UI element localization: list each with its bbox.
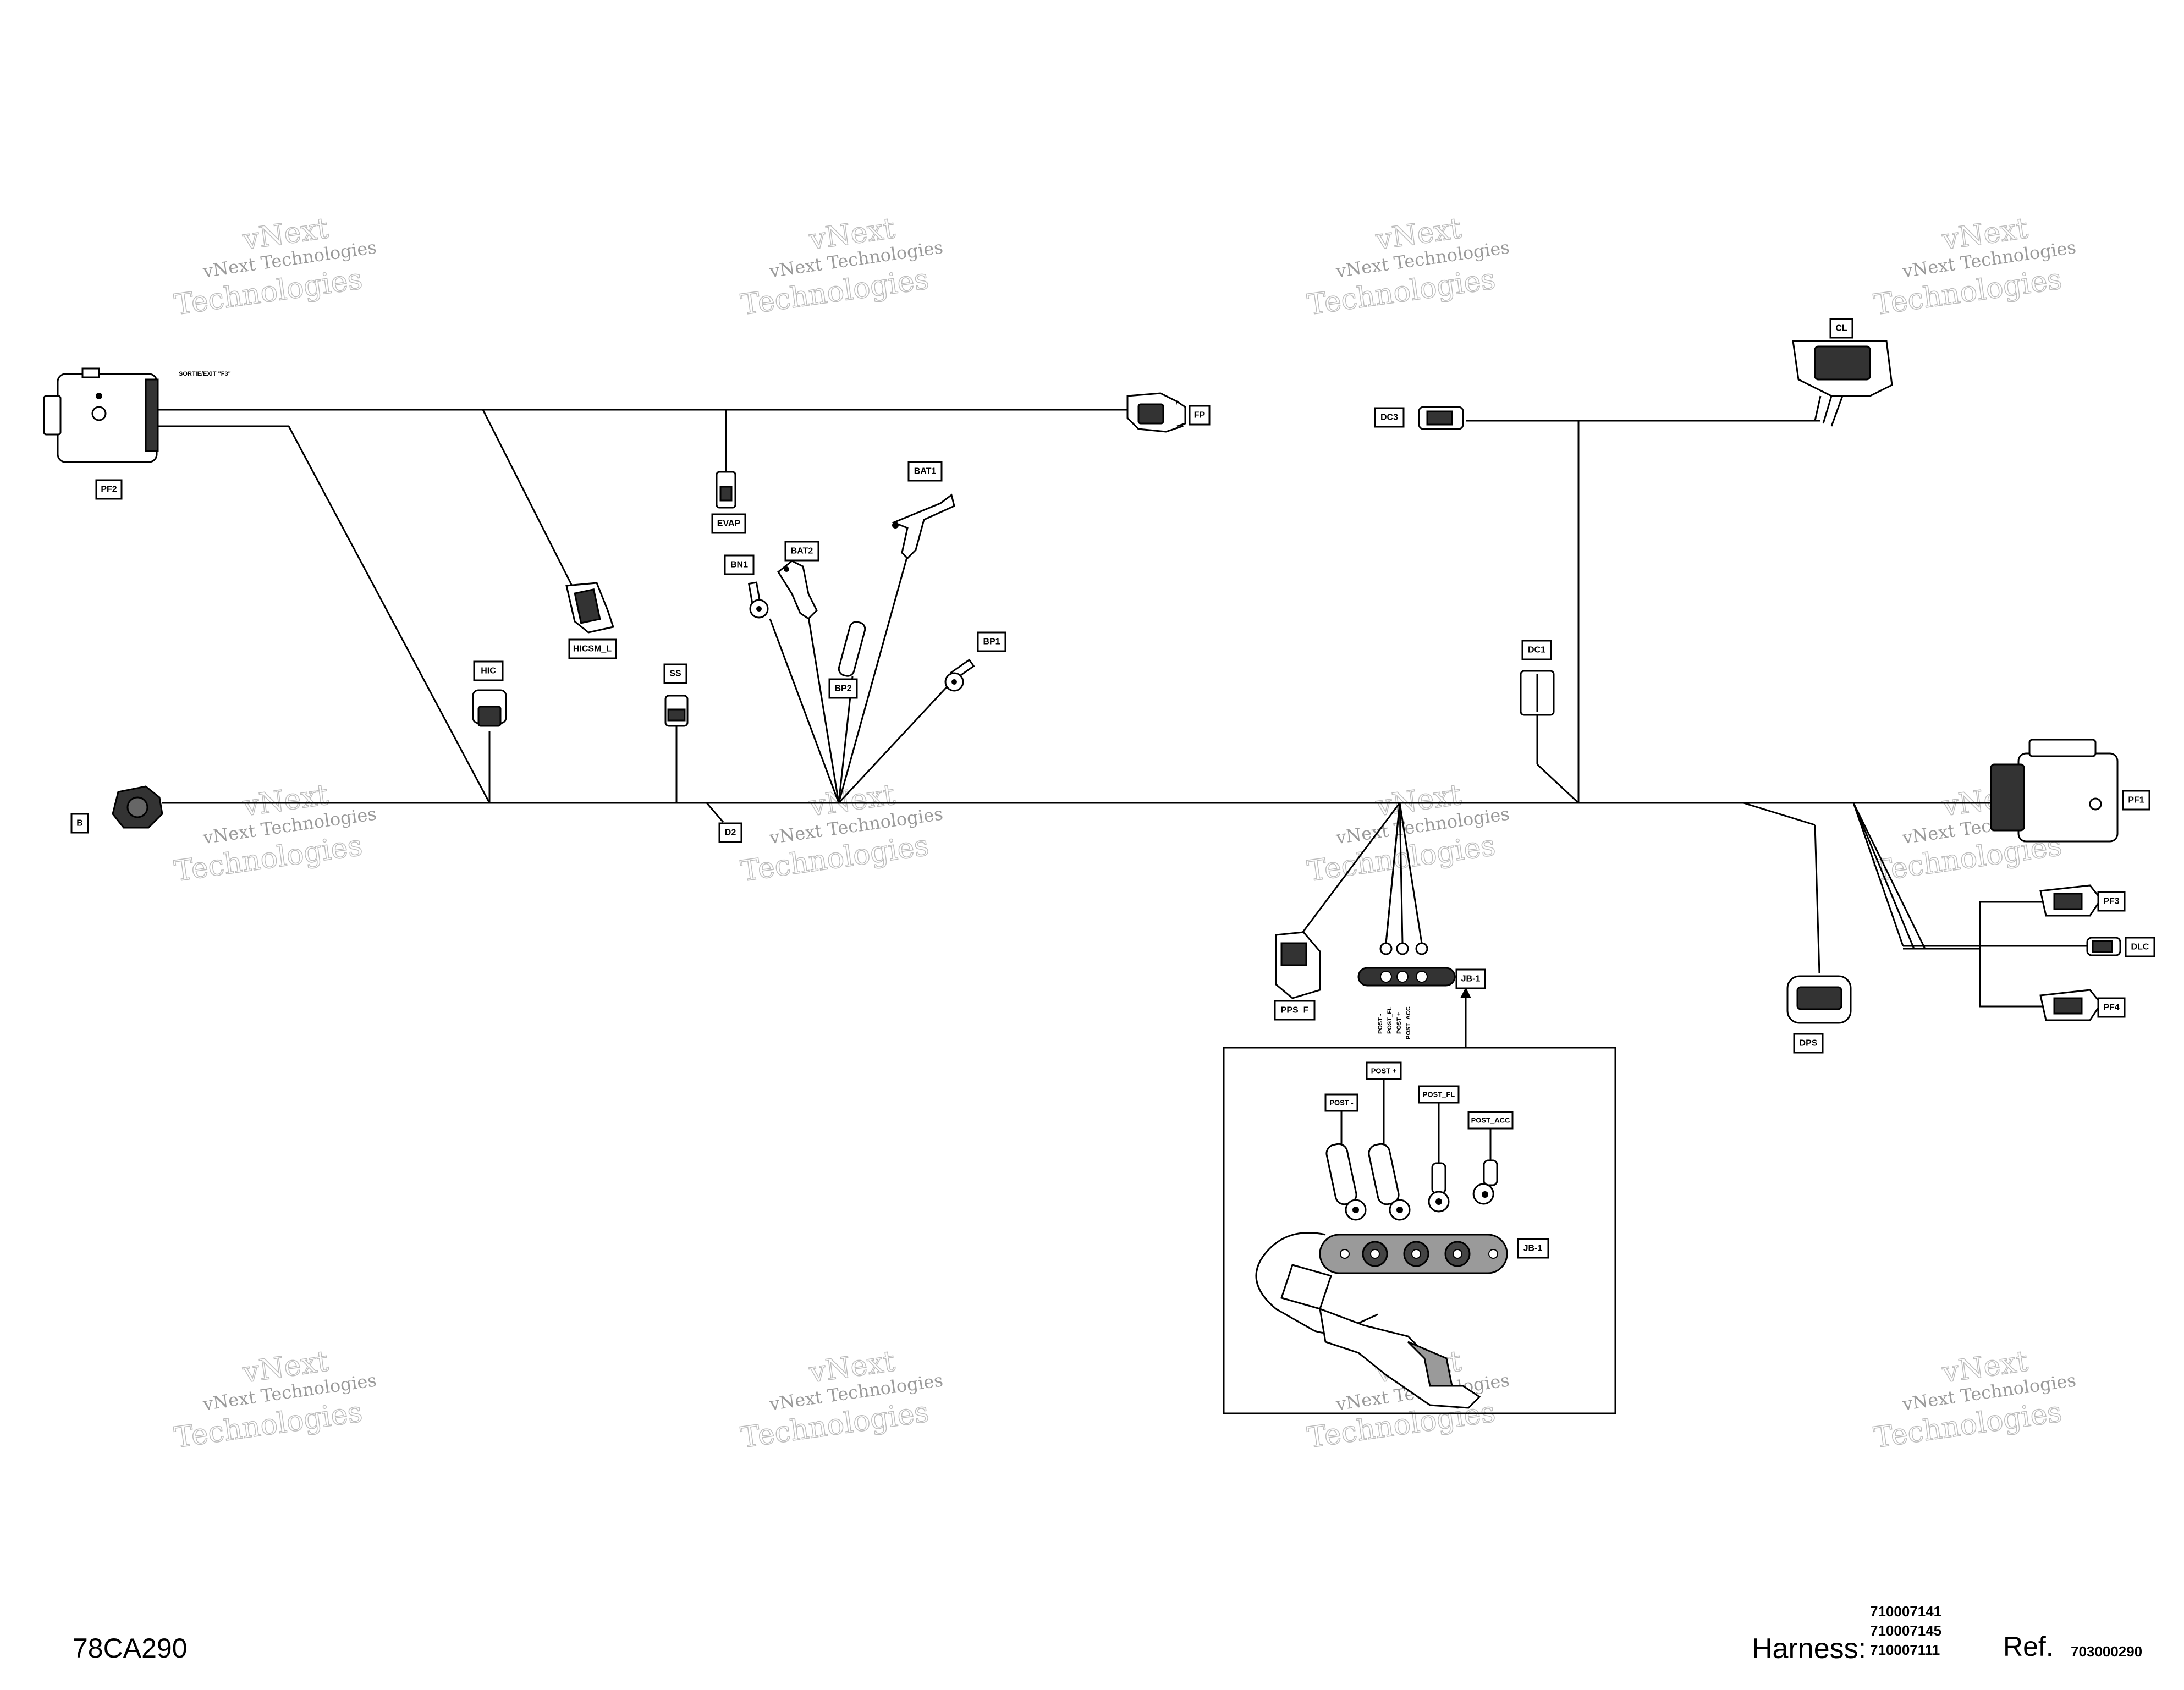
detail-terminal-post-fl[interactable] [1428, 1162, 1450, 1213]
pf-fan-wire [1852, 802, 1904, 946]
connector-labels: PF2 FP EVAP BAT1 BAT2 BN1 HICSM_L HIC SS… [70, 318, 2155, 1054]
jb-post-label: POST - [1377, 1014, 1384, 1034]
harness-number: 710007145 [1870, 1622, 1942, 1639]
terminal-bat1[interactable] [892, 493, 955, 560]
bat2-wire [806, 610, 840, 803]
label-fp: FP [1194, 411, 1206, 420]
connector-pf1[interactable] [1990, 739, 2119, 843]
pf2-to-trunk-wire [288, 426, 491, 803]
ref-label: Ref. [2003, 1631, 2054, 1662]
terminal-bp2[interactable] [838, 620, 867, 678]
pf-fan-wire [1852, 802, 1915, 949]
jb-post-wire [1385, 802, 1401, 944]
connector-ss[interactable] [664, 695, 689, 727]
dps-wire [1814, 824, 1820, 974]
bat1-wire [838, 555, 909, 803]
detail-terminal-post-minus[interactable] [1325, 1142, 1367, 1221]
jb-post-label: POST + [1396, 1012, 1402, 1034]
label-cl: CL [1835, 324, 1847, 333]
detail-terminal-post-acc[interactable] [1471, 1159, 1498, 1207]
label-bat1: BAT1 [914, 467, 937, 476]
wires [157, 409, 2090, 1048]
label-dc3: DC3 [1380, 413, 1398, 422]
label-hicsm-l: HICSM_L [573, 645, 612, 654]
connector-hicsm-l[interactable] [565, 582, 614, 634]
ref-number: 703000290 [2071, 1643, 2143, 1660]
label-bat2: BAT2 [791, 547, 813, 556]
label-pps-f: PPS_F [1281, 1006, 1309, 1015]
drawing-id: 78CA290 [73, 1633, 188, 1664]
connector-cl[interactable] [1792, 340, 1893, 427]
jb-post-label: POST_ACC [1405, 1006, 1412, 1039]
connector-pf4[interactable] [2039, 989, 2102, 1021]
dps-wire [1743, 802, 1816, 826]
pf3-wire [1914, 901, 2046, 950]
detail-terminal-post-plus[interactable] [1367, 1142, 1411, 1221]
jb-post-wire [1399, 802, 1404, 944]
connector-b[interactable] [112, 785, 163, 829]
connector-fp[interactable] [1126, 392, 1186, 433]
label-pf1: PF1 [2128, 796, 2144, 805]
detail-post-plus-label: POST + [1371, 1067, 1397, 1075]
jb-post-label: POST_FL [1387, 1006, 1393, 1034]
label-evap: EVAP [717, 519, 741, 529]
pps-wire [1300, 802, 1401, 935]
hicsm-wire [482, 409, 573, 586]
terminal-bat2[interactable] [777, 560, 818, 620]
label-bp1: BP1 [983, 637, 1000, 647]
connector-dlc[interactable] [2086, 937, 2121, 956]
label-hic: HIC [481, 667, 496, 676]
connector-evap[interactable] [716, 471, 736, 509]
junction-block-jb1[interactable]: POST - POST_FL POST + POST_ACC [1357, 942, 1456, 1039]
detail-label-jb1: JB-1 [1523, 1244, 1543, 1253]
detail-arrowhead [1460, 987, 1471, 998]
connector-pf3[interactable] [2039, 884, 2102, 917]
connector-hic[interactable] [472, 689, 507, 727]
harness-number: 710007141 [1870, 1603, 1942, 1620]
connector-dc3[interactable] [1418, 406, 1464, 430]
connector-pps-f[interactable] [1275, 931, 1321, 999]
pf-fan-wire [1852, 802, 1926, 949]
connector-dps[interactable] [1786, 975, 1852, 1024]
label-d2: D2 [725, 828, 736, 838]
dc1-wire [1536, 763, 1580, 804]
label-pf3: PF3 [2103, 897, 2119, 906]
label-bp2: BP2 [834, 684, 851, 693]
connector-pf2[interactable]: SORTIE/EXIT "F3" [43, 367, 231, 463]
connector-dc1[interactable] [1520, 670, 1555, 716]
detail-post-minus-label: POST - [1329, 1099, 1353, 1107]
label-bn1: BN1 [730, 560, 748, 570]
jb-post-wire [1399, 802, 1423, 944]
label-pf2: PF2 [101, 485, 117, 494]
terminal-bn1[interactable] [747, 581, 769, 619]
label-jb1: JB-1 [1461, 975, 1481, 984]
detail-post-fl-label: POST_FL [1423, 1091, 1455, 1099]
label-b: B [76, 819, 83, 828]
bp1-wire [838, 681, 953, 804]
label-dlc: DLC [2131, 943, 2149, 952]
detail-post-acc-label: POST_ACC [1471, 1116, 1510, 1125]
harness-label: Harness: [1752, 1633, 1867, 1665]
bn1-wire [769, 618, 840, 803]
pf2-note: SORTIE/EXIT "F3" [179, 371, 231, 377]
label-ss: SS [669, 669, 681, 679]
terminal-bp1[interactable] [944, 658, 975, 692]
detail-junction-block [1255, 1232, 1508, 1409]
label-pf4: PF4 [2103, 1003, 2119, 1012]
label-dc1: DC1 [1528, 646, 1545, 655]
d2-wire [706, 802, 724, 823]
harness-number: 710007111 [1870, 1642, 1940, 1658]
jb1-detail-box: POST - POST + POST_FL POST_ACC [1223, 1047, 1616, 1414]
pf4-wire [1903, 948, 2046, 1008]
watermarks: Technologies vNext Technologies vNext Te… [172, 212, 2077, 1455]
label-dps: DPS [1800, 1039, 1818, 1048]
